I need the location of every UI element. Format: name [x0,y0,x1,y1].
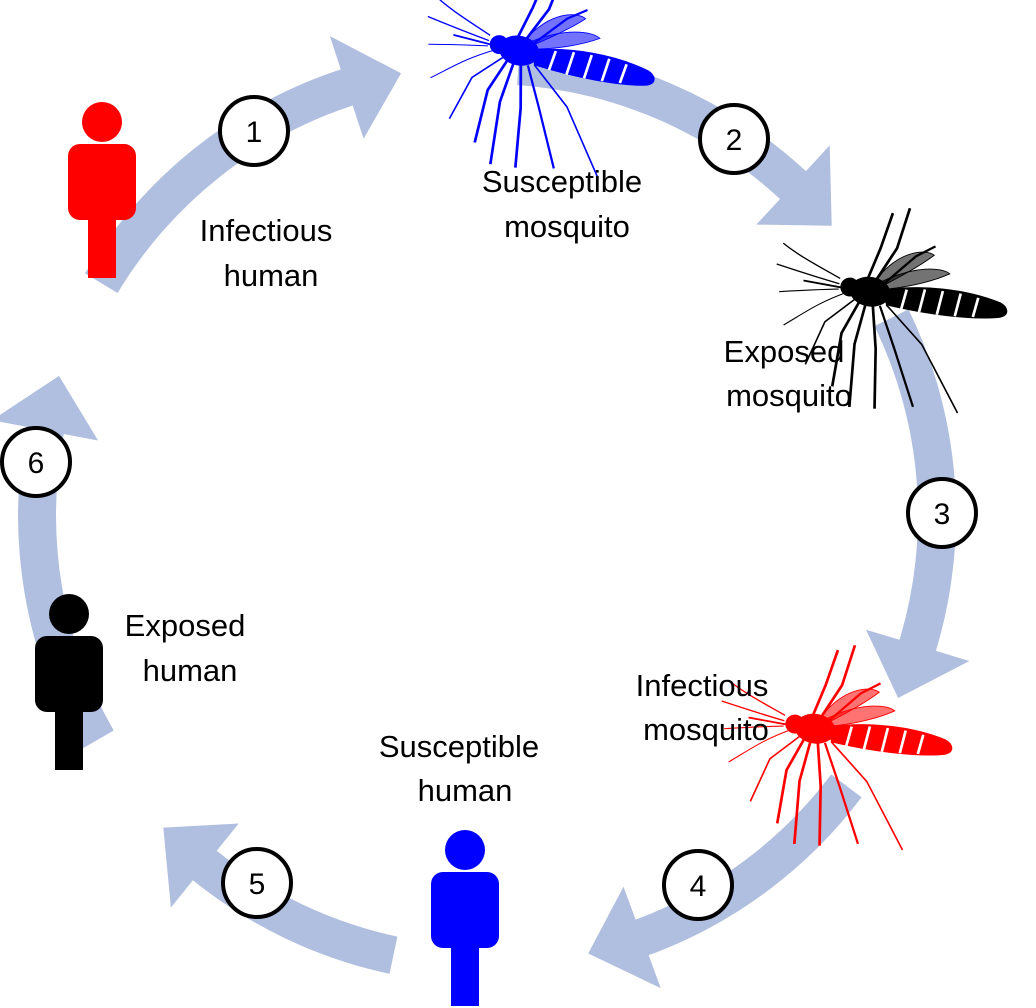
stage-label-line1: Infectious [200,213,333,248]
cycle-arrow-3 [866,309,970,698]
stage-label-line1: Exposed [125,608,246,643]
step-number-4: 4 [690,870,707,903]
step-marker-3: 3 [906,477,978,549]
step-marker-5: 5 [221,847,293,919]
stage-label-line2: human [224,258,319,293]
infectious-human-stage: Infectious human [68,102,332,293]
stage-label-line2: mosquito [643,712,769,747]
person-icon [431,830,499,1006]
susceptible-mosquito-stage: Susceptible mosquito [399,0,674,244]
exposed-mosquito-stage: Exposed mosquito [724,189,1021,429]
cycle-arrow-2 [517,47,832,226]
step-marker-6: 6 [0,426,72,498]
step-marker-4: 4 [662,849,734,921]
stage-label-line1: Infectious [636,668,769,703]
step-marker-1: 1 [218,95,290,167]
susceptible-human-stage: Susceptible human [379,729,539,1006]
step-number-5: 5 [249,868,266,901]
exposed-human-stage: Exposed human [35,594,245,770]
step-number-6: 6 [28,447,45,480]
step-number-3: 3 [934,498,951,531]
step-number-2: 2 [726,124,743,157]
stage-label-line1: Susceptible [379,729,539,764]
infectious-mosquito-stage: Infectious mosquito [636,626,966,866]
step-number-1: 1 [246,116,263,149]
stage-label-line2: mosquito [726,378,852,413]
stage-label-line2: mosquito [504,209,630,244]
stage-label-line2: human [143,653,238,688]
cycle-arrow-1 [85,36,402,293]
stage-label-line2: human [418,773,513,808]
step-marker-2: 2 [698,103,770,175]
stage-label-line1: Susceptible [482,164,642,199]
stage-label-line1: Exposed [724,334,845,369]
